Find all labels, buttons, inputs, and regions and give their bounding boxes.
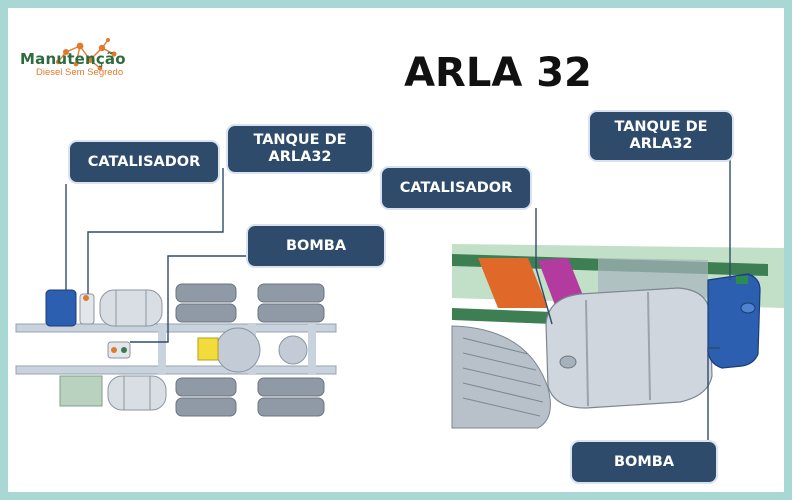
- left-tanque-line2: ARLA32: [268, 149, 332, 165]
- page-title: ARLA 32: [404, 50, 592, 96]
- left-tanque-line1: TANQUE DE: [253, 132, 347, 149]
- left-tanque-label: TANQUE DE ARLA32: [226, 124, 374, 174]
- content-frame: Manutenção Diesel Sem Segredo ARLA 32: [8, 8, 784, 492]
- logo-subtitle: Diesel Sem Segredo: [36, 67, 124, 78]
- diagram-canvas: [15, 158, 784, 450]
- left-catalisador-label: CATALISADOR: [68, 140, 220, 184]
- right-tanque-line2: ARLA32: [629, 136, 693, 152]
- right-tanque-line1: TANQUE DE: [614, 119, 708, 136]
- logo-title: Manutenção: [20, 50, 126, 68]
- right-tanque-label: TANQUE DE ARLA32: [588, 110, 734, 162]
- left-chassis-illustration: [15, 168, 337, 417]
- molecule-logo-icon: [55, 38, 117, 71]
- left-bomba-text: BOMBA: [285, 237, 347, 254]
- right-chassis-illustration: [451, 158, 784, 450]
- right-catalisador-text: CATALISADOR: [399, 179, 513, 196]
- right-bomba-label: BOMBA: [570, 440, 718, 484]
- left-bomba-label: BOMBA: [246, 224, 386, 268]
- brand-logo: [28, 38, 158, 108]
- right-catalisador-label: CATALISADOR: [380, 166, 532, 210]
- right-bomba-text: BOMBA: [613, 453, 675, 470]
- left-catalisador-text: CATALISADOR: [87, 153, 201, 170]
